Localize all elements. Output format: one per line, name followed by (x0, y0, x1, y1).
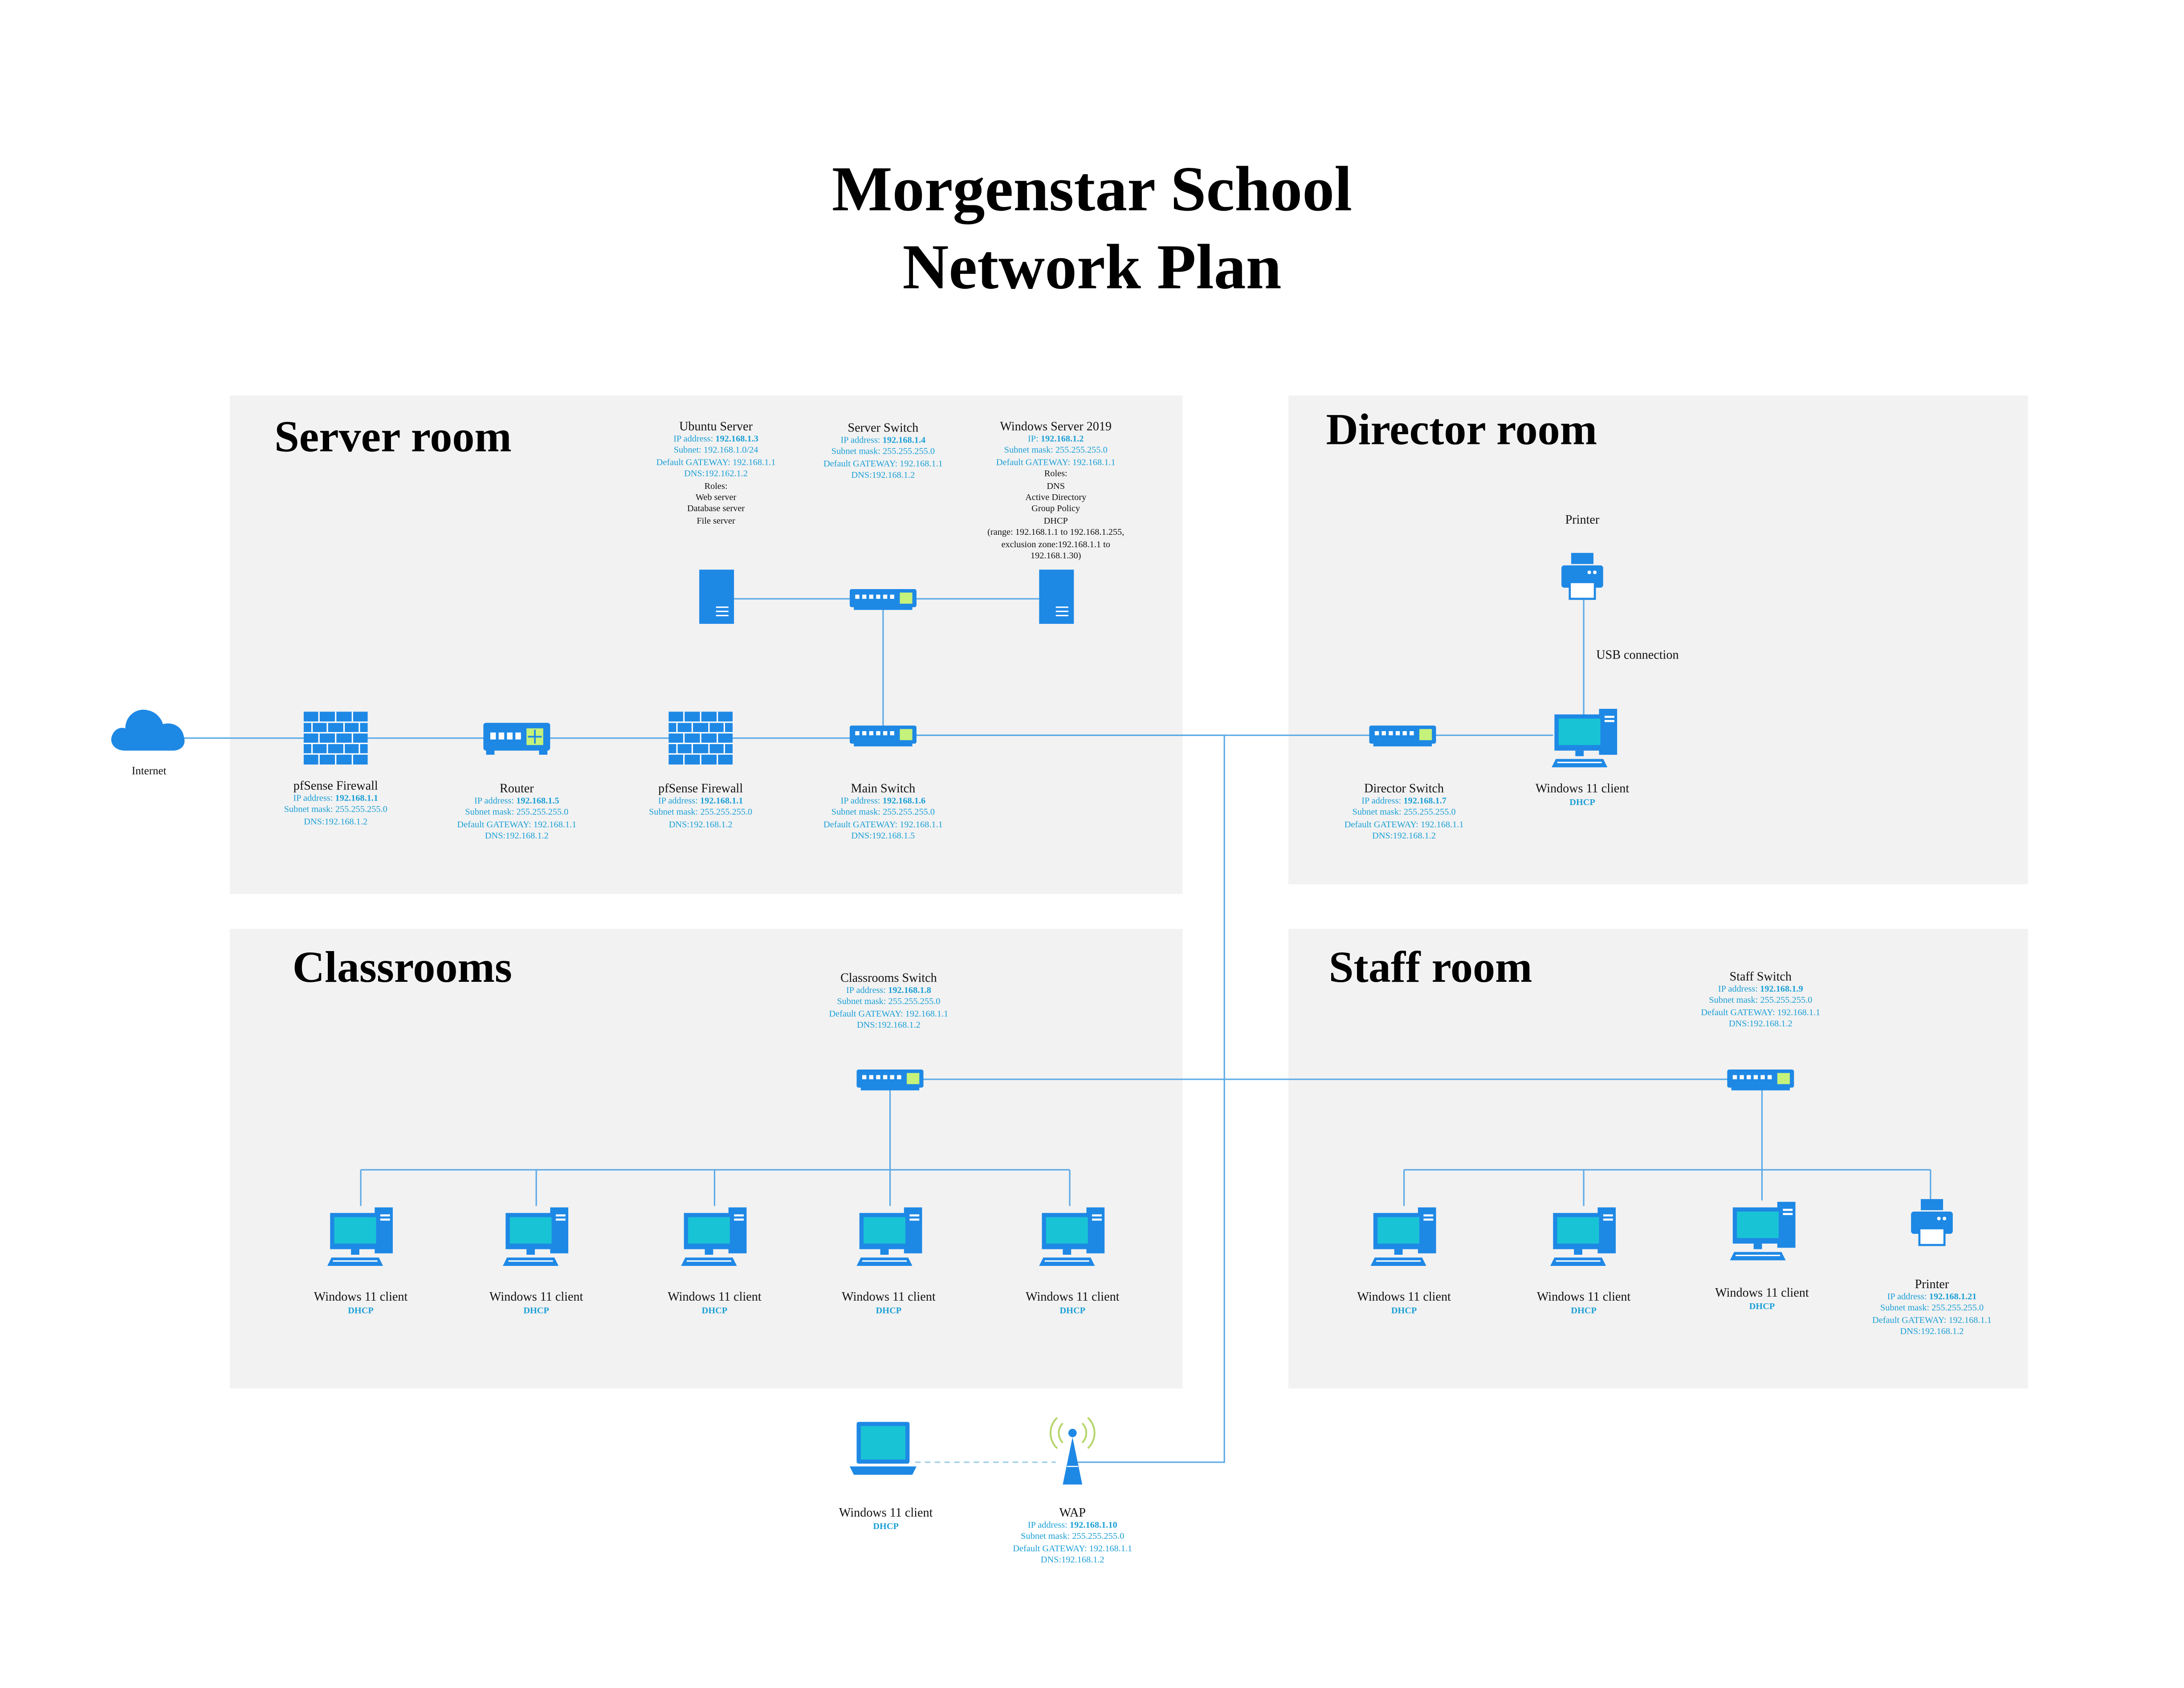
director-switch-name: Director Switch (1364, 781, 1444, 795)
classroom-client-1-label: Windows 11 client DHCP (314, 1289, 408, 1316)
laptop-label: Windows 11 client DHCP (839, 1505, 933, 1532)
server-switch-name: Server Switch (848, 420, 919, 435)
main-switch-label: Main Switch IP address: 192.168.1.6 Subn… (823, 781, 943, 842)
classroom-client-3-label: Windows 11 client DHCP (668, 1289, 762, 1316)
router-ip: 192.168.1.5 (516, 796, 559, 806)
cloud-icon (111, 709, 185, 751)
director-room-heading: Director room (1326, 404, 1597, 454)
classroom-client-3-icon (681, 1207, 747, 1266)
staff-printer-label: Printer IP address: 192.168.1.21 Subnet … (1872, 1277, 1992, 1337)
classrooms-panel (230, 929, 1183, 1389)
windows-server-icon (1039, 569, 1074, 624)
windows-server-label: Windows Server 2019 IP: 192.168.1.2 Subn… (987, 419, 1125, 561)
staff-client-1-label: Windows 11 client DHCP (1357, 1289, 1451, 1316)
staff-client-1-icon (1370, 1207, 1436, 1266)
classrooms-switch-ip: 192.168.1.8 (888, 985, 931, 996)
wap-label: WAP IP address: 192.168.1.10 Subnet mask… (1013, 1505, 1133, 1566)
classrooms-switch-icon (856, 1069, 924, 1090)
director-printer-icon (1561, 553, 1603, 600)
staff-room-heading: Staff room (1328, 941, 1532, 992)
staff-switch-ip: 192.168.1.9 (1760, 984, 1803, 994)
router-icon (483, 723, 550, 755)
classroom-client-5-icon (1039, 1207, 1105, 1266)
router-label: Router IP address: 192.168.1.5 Subnet ma… (457, 781, 577, 842)
classroom-client-4-label: Windows 11 client DHCP (842, 1289, 936, 1316)
classroom-client-4-icon (856, 1207, 922, 1266)
internet-label: Internet (131, 765, 167, 777)
diagram-title: Morgenstar School Network Plan (0, 150, 2184, 307)
windows-server-ip: 192.168.1.2 (1040, 434, 1084, 444)
ubuntu-server-icon (699, 569, 734, 624)
ubuntu-ip: 192.168.1.3 (715, 434, 758, 444)
wap-name: WAP (1059, 1505, 1086, 1520)
router-name: Router (500, 781, 534, 795)
director-printer-label: Printer (1565, 512, 1600, 527)
classrooms-heading: Classrooms (292, 941, 512, 992)
windows-server-name: Windows Server 2019 (1000, 419, 1112, 433)
server-room-heading: Server room (274, 411, 512, 461)
ubuntu-label: Ubuntu Server IP address: 192.168.1.3 Su… (656, 419, 776, 526)
director-switch-ip: 192.168.1.7 (1403, 796, 1446, 806)
staff-client-3-icon (1730, 1202, 1796, 1261)
fw2-label: pfSense Firewall IP address: 192.168.1.1… (649, 781, 753, 830)
fw1-name: pfSense Firewall (293, 778, 378, 793)
staff-client-2-icon (1550, 1207, 1616, 1266)
server-switch-ip: 192.168.1.4 (882, 435, 926, 446)
server-room-panel (230, 395, 1183, 894)
main-switch-name: Main Switch (851, 781, 916, 795)
ubuntu-name: Ubuntu Server (679, 419, 753, 433)
main-switch-icon (849, 725, 917, 747)
usb-connection-label: USB connection (1596, 647, 1679, 662)
director-switch-label: Director Switch IP address: 192.168.1.7 … (1344, 781, 1464, 842)
staff-switch-name: Staff Switch (1729, 969, 1792, 984)
classrooms-switch-label: Classrooms Switch IP address: 192.168.1.… (829, 970, 949, 1031)
classroom-client-1-icon (327, 1207, 393, 1266)
staff-client-2-label: Windows 11 client DHCP (1536, 1289, 1631, 1316)
classroom-client-2-icon (503, 1207, 569, 1266)
wire-backbone-trunk (915, 734, 1225, 1463)
fw1-label: pfSense Firewall IP address: 192.168.1.1… (284, 778, 387, 827)
wap-ip: 192.168.1.10 (1069, 1520, 1117, 1530)
fw2-name: pfSense Firewall (658, 781, 743, 795)
classroom-client-5-label: Windows 11 client DHCP (1026, 1289, 1120, 1316)
director-switch-icon (1369, 725, 1436, 747)
main-switch-ip: 192.168.1.6 (882, 796, 926, 806)
director-client-label: Windows 11 client DHCP (1535, 781, 1630, 808)
fw2-ip: 192.168.1.1 (700, 796, 743, 806)
director-client-icon (1552, 708, 1618, 768)
title-line-1: Morgenstar School (831, 153, 1353, 224)
director-room-panel (1288, 395, 2028, 885)
classroom-client-2-label: Windows 11 client DHCP (489, 1289, 583, 1316)
staff-printer-name: Printer (1915, 1277, 1949, 1291)
classrooms-switch-name: Classrooms Switch (840, 970, 937, 985)
server-switch-icon (849, 589, 917, 610)
fw1-ip: 192.168.1.1 (335, 793, 379, 803)
staff-room-panel (1288, 929, 2028, 1389)
firewall-1-icon (303, 712, 368, 765)
staff-client-3-label: Windows 11 client DHCP (1715, 1285, 1809, 1312)
laptop-icon (849, 1422, 917, 1475)
staff-switch-icon (1727, 1069, 1794, 1090)
firewall-2-icon (668, 712, 733, 765)
staff-printer-icon (1911, 1199, 1953, 1246)
staff-switch-label: Staff Switch IP address: 192.168.1.9 Sub… (1701, 969, 1821, 1029)
title-line-2: Network Plan (902, 231, 1282, 303)
wap-icon (1049, 1417, 1096, 1485)
server-switch-label: Server Switch IP address: 192.168.1.4 Su… (823, 420, 943, 481)
staff-printer-ip: 192.168.1.21 (1929, 1292, 1977, 1302)
